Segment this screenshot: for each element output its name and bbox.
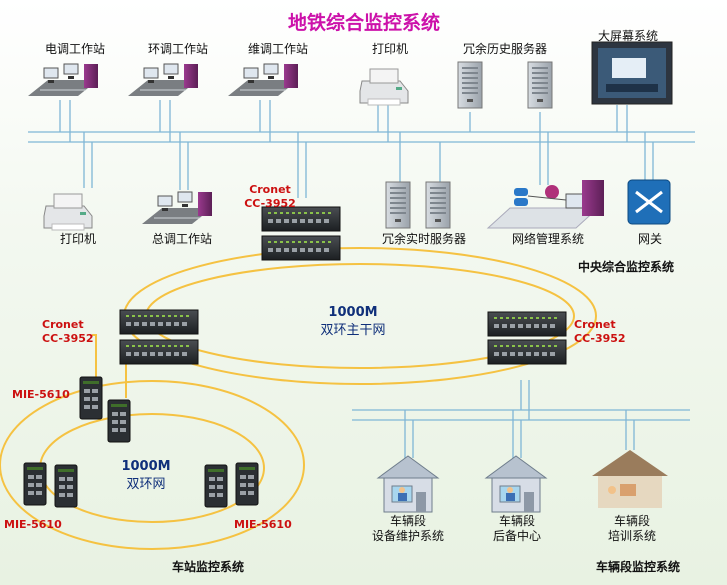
big-screen-display (591, 41, 673, 105)
core-switch-top (261, 206, 341, 261)
dispatch-workstation (27, 63, 99, 97)
maint-workstation (227, 63, 299, 97)
mie-switch-5 (204, 464, 228, 508)
switch-left-brand: Cronet (42, 318, 84, 331)
depot-maint-house (377, 455, 439, 513)
printer-top (359, 68, 409, 106)
mie-label-2: MIE-5610 (4, 518, 62, 531)
env-ws-label: 环调工作站 (147, 42, 209, 56)
big-screen-label: 大屏幕系统 (597, 29, 659, 43)
mie-switch-3 (23, 462, 47, 506)
main-ring-speed: 1000M (328, 305, 378, 320)
printer-second-label: 打印机 (59, 232, 97, 246)
printer-second (43, 193, 93, 231)
station-ring-speed: 1000M (121, 459, 171, 474)
switch-right-brand: Cronet (574, 318, 616, 331)
depot-backup-line1: 车辆段 (498, 514, 536, 528)
general-ws-label: 总调工作站 (151, 232, 213, 246)
depot-training-line2: 培训系统 (607, 529, 657, 543)
depot-maint-line2: 设备维护系统 (371, 529, 445, 543)
station-ring-label: 1000M 双环网 (121, 458, 170, 494)
switch-right-label: Cronet CC-3952 (574, 318, 626, 346)
history-server-2 (527, 61, 553, 109)
switch-left-model: CC-3952 (42, 332, 94, 345)
env-workstation (127, 63, 199, 97)
depot-maint-label: 车辆段 设备维护系统 (372, 514, 444, 544)
mie-switch-2 (107, 399, 131, 443)
dispatch-ws-label: 电调工作站 (44, 42, 106, 56)
mie-switch-1 (79, 376, 103, 420)
network-mgmt-label: 网络管理系统 (511, 232, 585, 246)
history-server-label: 冗余历史服务器 (462, 42, 548, 56)
switch-top-brand: Cronet (249, 183, 291, 196)
switch-right-model: CC-3952 (574, 332, 626, 345)
mie-switch-4 (54, 464, 78, 508)
switch-top-label: Cronet CC-3952 (244, 183, 296, 211)
station-ring (0, 334, 305, 550)
depot-training-label: 车辆段 培训系统 (608, 514, 656, 544)
station-ring-name: 双环网 (126, 477, 166, 492)
station-section-label: 车站监控系统 (171, 560, 245, 574)
gateway-label: 网关 (637, 232, 663, 246)
diagram-title: 地铁综合监控系统 (287, 12, 441, 34)
realtime-server-label: 冗余实时服务器 (381, 232, 467, 246)
depot-backup-label: 车辆段 后备中心 (493, 514, 541, 544)
depot-section-label: 车辆段监控系统 (596, 560, 681, 574)
realtime-server-1 (385, 181, 411, 229)
switch-left-label: Cronet CC-3952 (42, 318, 94, 346)
mie-label-1: MIE-5610 (12, 388, 70, 401)
printer-top-label: 打印机 (371, 42, 409, 56)
main-ring-name: 双环主干网 (320, 323, 386, 338)
depot-backup-house (485, 455, 547, 513)
central-section-label: 中央综合监控系统 (578, 260, 675, 274)
core-switch-left (119, 309, 199, 365)
depot-training-photo (592, 450, 668, 508)
switch-top-model: CC-3952 (244, 197, 296, 210)
depot-maint-line1: 车辆段 (389, 514, 427, 528)
depot-training-line1: 车辆段 (613, 514, 651, 528)
mie-switch-6 (235, 462, 259, 506)
history-server-1 (457, 61, 483, 109)
realtime-server-2 (425, 181, 451, 229)
maint-ws-label: 维调工作站 (247, 42, 309, 56)
network-mgmt-system (486, 180, 604, 229)
central-bus-lines (28, 100, 695, 198)
general-workstation (141, 191, 213, 225)
depot-backup-line2: 后备中心 (492, 529, 542, 543)
mie-label-3: MIE-5610 (234, 518, 292, 531)
main-ring-label: 1000M 双环主干网 (320, 304, 385, 340)
depot-bus-lines (352, 380, 690, 458)
gateway-router (627, 179, 671, 225)
